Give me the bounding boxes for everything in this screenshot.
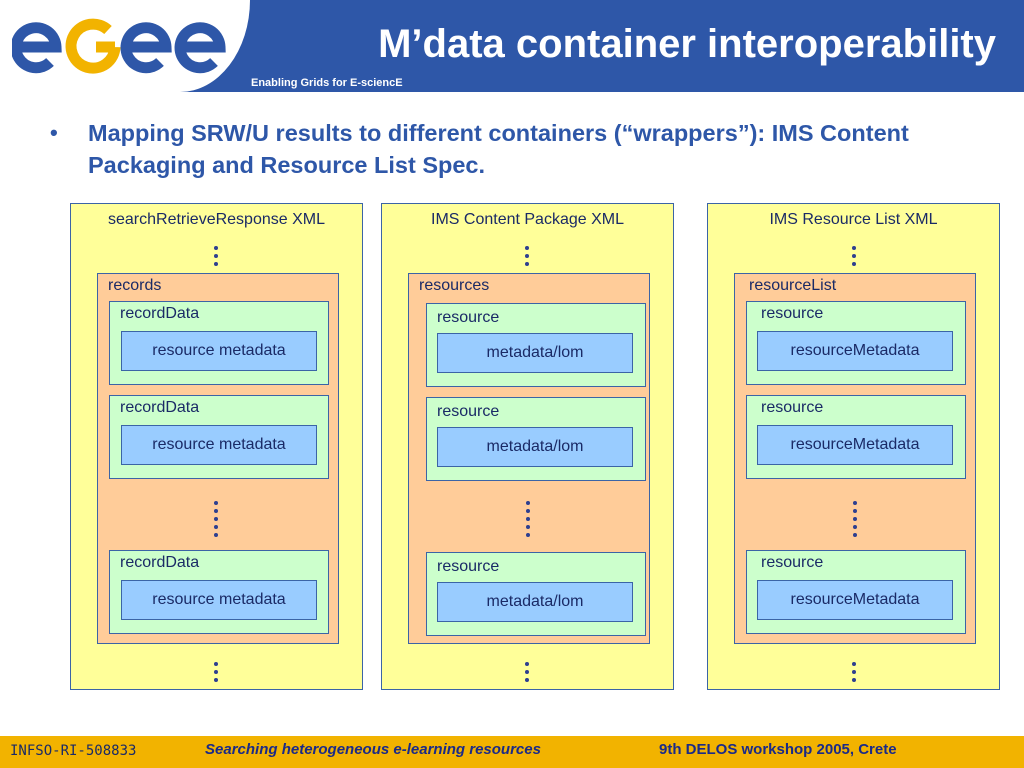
bullet-marker: • [50, 120, 58, 145]
metadata-box: resource metadata [121, 331, 317, 371]
logo-background: egee [0, 0, 250, 92]
egee-logo: egee [12, 18, 226, 74]
slide-title: M’data container interoperability [378, 22, 996, 66]
item-label: resource [437, 558, 500, 575]
ellipsis-dots [525, 662, 531, 686]
item-box: recordData resource metadata [109, 301, 329, 385]
metadata-box: resourceMetadata [757, 425, 953, 465]
metadata-box: metadata/lom [437, 427, 633, 467]
item-label: recordData [120, 305, 200, 322]
item-box: resource metadata/lom [426, 397, 646, 481]
item-label: recordData [120, 554, 200, 571]
item-box: recordData resource metadata [109, 550, 329, 634]
metadata-box: resourceMetadata [757, 580, 953, 620]
container-box: records recordData resource metadata rec… [97, 273, 339, 644]
metadata-box: resourceMetadata [757, 331, 953, 371]
item-label: resource [437, 309, 500, 326]
ellipsis-dots [852, 662, 858, 686]
item-box: recordData resource metadata [109, 395, 329, 479]
column-search-retrieve-response: searchRetrieveResponse XML records recor… [70, 203, 363, 690]
metadata-box: resource metadata [121, 580, 317, 620]
ellipsis-dots [853, 501, 859, 541]
column-ims-resource-list: IMS Resource List XML resourceList resou… [707, 203, 1000, 690]
column-title: searchRetrieveResponse XML [108, 211, 325, 228]
ellipsis-dots [214, 501, 220, 541]
ellipsis-dots [525, 246, 531, 270]
footer-talk-title: Searching heterogeneous e-learning resou… [205, 741, 541, 758]
bullet-text: Mapping SRW/U results to different conta… [88, 120, 909, 178]
header-subtitle: Enabling Grids for E-sciencE [251, 77, 403, 89]
footer-event: 9th DELOS workshop 2005, Crete [659, 741, 897, 758]
container-box: resources resource metadata/lom resource… [408, 273, 650, 644]
container-box: resourceList resource resourceMetadata r… [734, 273, 976, 644]
metadata-box: metadata/lom [437, 582, 633, 622]
column-title: IMS Content Package XML [431, 211, 624, 228]
item-box: resource resourceMetadata [746, 550, 966, 634]
ellipsis-dots [214, 246, 220, 270]
item-label: resource [761, 305, 824, 322]
item-label: resource [437, 403, 500, 420]
ellipsis-dots [526, 501, 532, 541]
item-label: resource [761, 554, 824, 571]
ellipsis-dots [852, 246, 858, 270]
container-label: records [108, 277, 162, 294]
container-label: resources [419, 277, 490, 294]
item-box: resource metadata/lom [426, 303, 646, 387]
metadata-box: resource metadata [121, 425, 317, 465]
item-label: recordData [120, 399, 200, 416]
footer-project-id: INFSO-RI-508833 [10, 743, 137, 759]
item-box: resource resourceMetadata [746, 395, 966, 479]
container-label: resourceList [749, 277, 837, 294]
footer-bar [0, 736, 1024, 768]
ellipsis-dots [214, 662, 220, 686]
column-ims-content-package: IMS Content Package XML resources resour… [381, 203, 674, 690]
column-title: IMS Resource List XML [769, 211, 938, 228]
item-box: resource metadata/lom [426, 552, 646, 636]
metadata-box: metadata/lom [437, 333, 633, 373]
item-box: resource resourceMetadata [746, 301, 966, 385]
item-label: resource [761, 399, 824, 416]
